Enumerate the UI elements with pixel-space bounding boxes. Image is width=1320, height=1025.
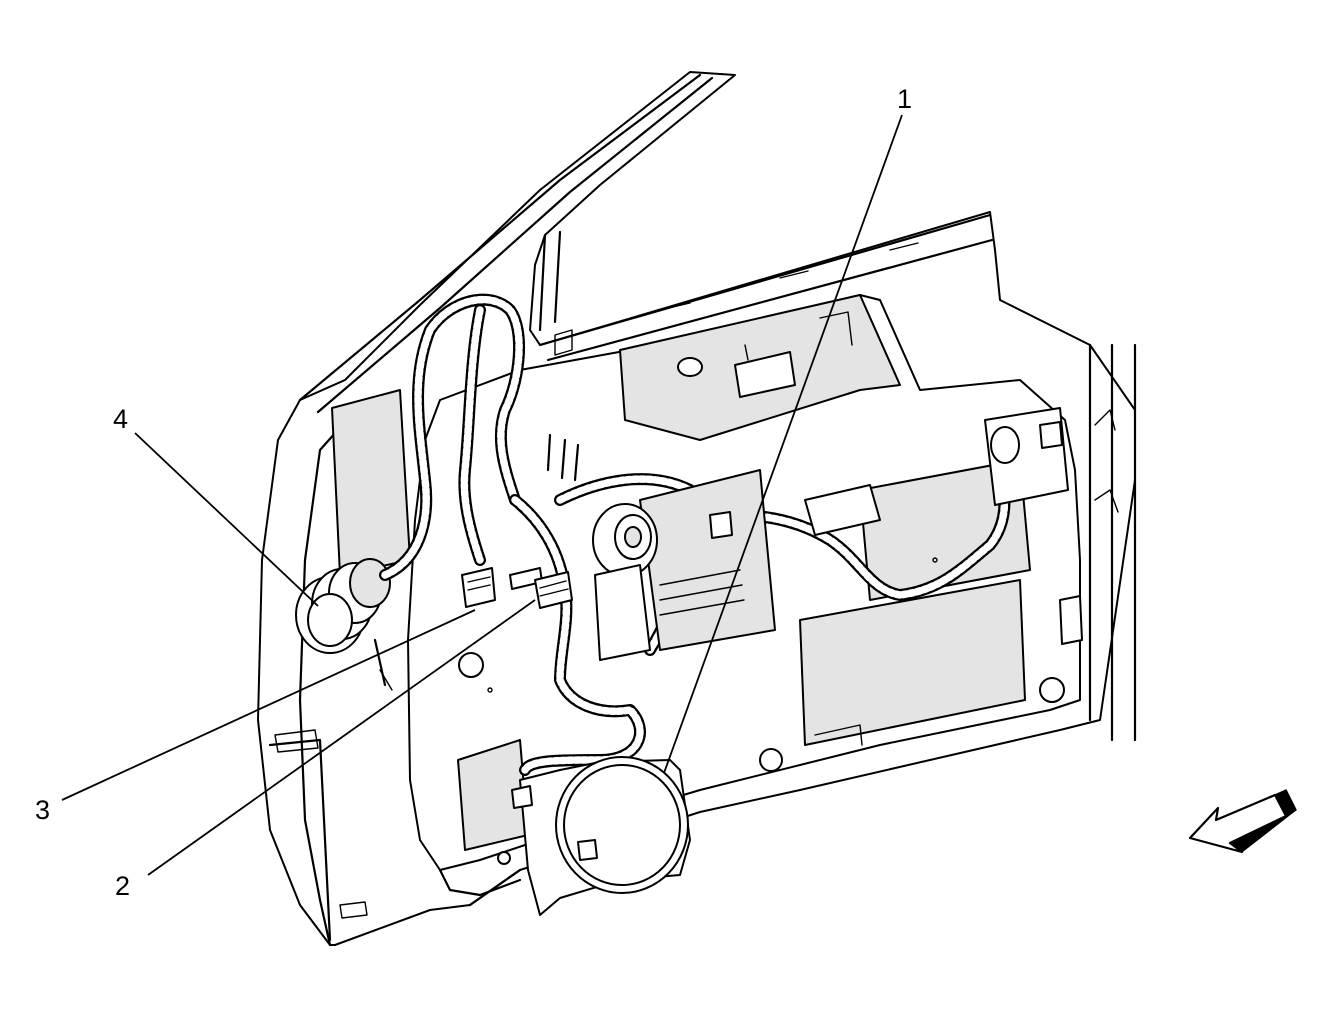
callout-label-1: 1	[897, 84, 913, 114]
callout-leaders	[61, 114, 903, 876]
direction-arrow-icon	[1188, 789, 1297, 854]
callout-label-4: 4	[113, 404, 129, 434]
wiring-grommet	[295, 558, 393, 691]
harness-connectors	[461, 567, 573, 609]
callout-label-2: 2	[115, 871, 131, 901]
door-speaker	[497, 756, 691, 916]
window-motor	[592, 469, 881, 661]
callout-label-3: 3	[35, 795, 51, 825]
courtesy-lamp-connector	[984, 407, 1119, 645]
